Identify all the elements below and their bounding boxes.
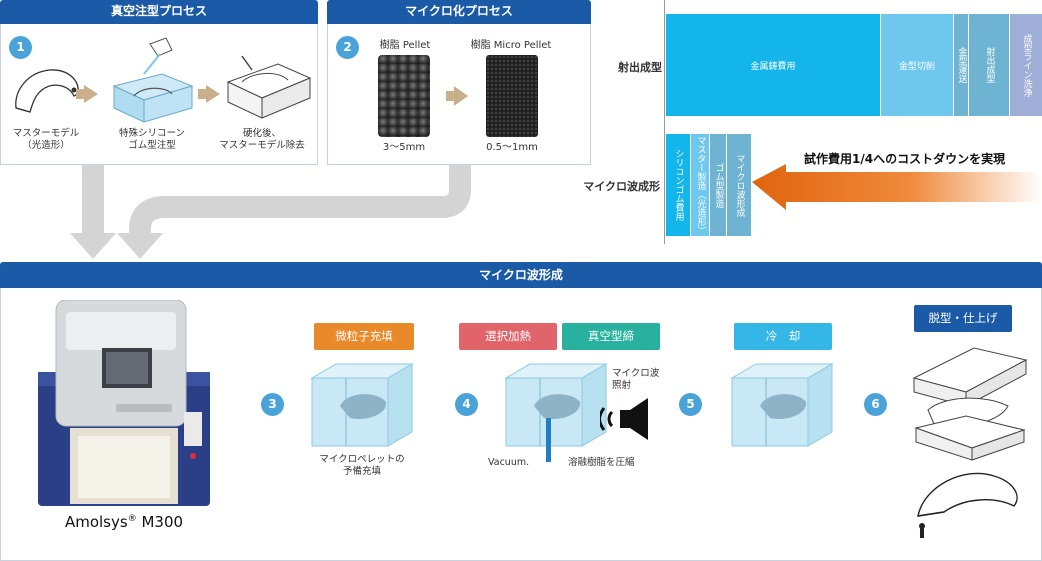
registered-mark: ® [127,514,137,524]
step-4-badge: 4 [455,393,478,416]
injection-cell-label: 金型切削 [898,61,935,72]
speaker-icon [600,398,648,440]
injection-cell-injection: 射出成型 [969,14,1009,116]
cost-down-text: 試作費用1/4へのコストダウンを実現 [804,152,1006,166]
step-2-badge: 2 [336,36,359,59]
cured-mold-illustration [226,55,312,119]
chart-axis-line [664,0,665,244]
vacuum-panel-title: 真空注型プロセス [110,4,207,18]
microwave-cell-label: マイクロ波形成 [734,153,745,217]
fill-mold-illustration [310,363,414,447]
microwave-cell-label: ゴム型製造 [713,162,724,208]
heat-mold-illustration [504,363,608,462]
microwave-cell-forming: マイクロ波形成 [727,134,751,236]
step-3-badge: 3 [261,393,284,416]
microwave-cell-silicone: シリコンゴム費用 [666,134,690,236]
microwave-cell-master: マスター製造（光造形） [691,134,709,236]
step-6-badge: 6 [864,393,887,416]
flow-down-arrows [70,165,471,259]
row-label-injection: 射出成型 [618,61,662,74]
vacuum-panel-header: 真空注型プロセス [0,0,318,24]
flow-arrow-3 [454,86,468,106]
machine-model: M300 [136,513,184,531]
injection-cell-mold-cutting: 金型切削 [881,14,953,116]
step-1-badge: 1 [9,36,32,59]
label-vacuum-clamp: 真空型締 [562,323,660,350]
vacuum-caption: Vacuum. [488,457,530,468]
label-fill: 微粒子充填 [314,323,414,350]
micro-panel-title: マイクロ化プロセス [405,4,513,18]
fill-caption: マイクロペレットの 予備充填 [319,454,405,477]
microwave-cell-label: マスター製造（光造形） [695,135,706,235]
row-label-microwave: マイクロ波成形 [583,180,660,193]
micro-pellet-stack [486,55,538,137]
microwave-cell-label: シリコンゴム費用 [673,149,684,221]
micro-pellet-size: 0.5〜1mm [486,142,538,153]
label-cool: 冷 却 [734,323,832,350]
injection-cell-metal-mold: 金属鋳費用 [666,14,880,116]
pellet-label: 樹脂 Pellet [379,40,431,51]
machine-name: Amolsys® M300 [34,513,214,531]
injection-cell-label: 金属鋳費用 [750,61,796,72]
micro-panel-header: マイクロ化プロセス [327,0,591,24]
injection-cell-mold-transport: 金型運送 [954,14,968,116]
amolsys-machine-illustration [38,300,210,506]
label-select-heat: 選択加熱 [459,323,557,350]
microwave-cell-rubber-mold: ゴム型製造 [710,134,726,236]
injection-cell-label: 金型運送 [956,47,967,83]
caption-master-model: マスターモデル （光造形） [12,128,80,151]
pellet-stack [378,55,430,137]
silicone-mold-illustration [112,37,194,123]
step-5-badge: 5 [679,393,702,416]
cool-mold-illustration [730,363,834,447]
pellet-size: 3〜5mm [382,142,426,153]
press-caption: 溶融樹脂を圧縮 [568,457,635,468]
cost-down-arrow [752,164,1042,210]
micro-pellet-label: 樹脂 Micro Pellet [470,40,552,51]
label-demold: 脱型・仕上げ [914,305,1012,332]
microwave-caption: マイクロ波 照射 [612,368,660,391]
master-model-illustration [15,69,79,113]
machine-brand: Amolsys [64,513,128,531]
injection-cell-label: 成型ライン洗浄 [1021,33,1032,97]
flow-arrow-1 [84,85,98,103]
caption-silicone-mold: 特殊シリコーン ゴム型注型 [118,128,186,151]
injection-cell-label: 射出成型 [984,47,995,83]
demold-illustration [912,347,1028,538]
main-panel-title: マイクロ波形成 [479,268,563,282]
flow-arrow-2 [206,85,220,103]
caption-cured: 硬化後、 マスターモデル除去 [219,128,305,151]
main-panel-header: マイクロ波形成 [0,262,1042,288]
injection-cell-line-cleaning: 成型ライン洗浄 [1010,14,1042,116]
